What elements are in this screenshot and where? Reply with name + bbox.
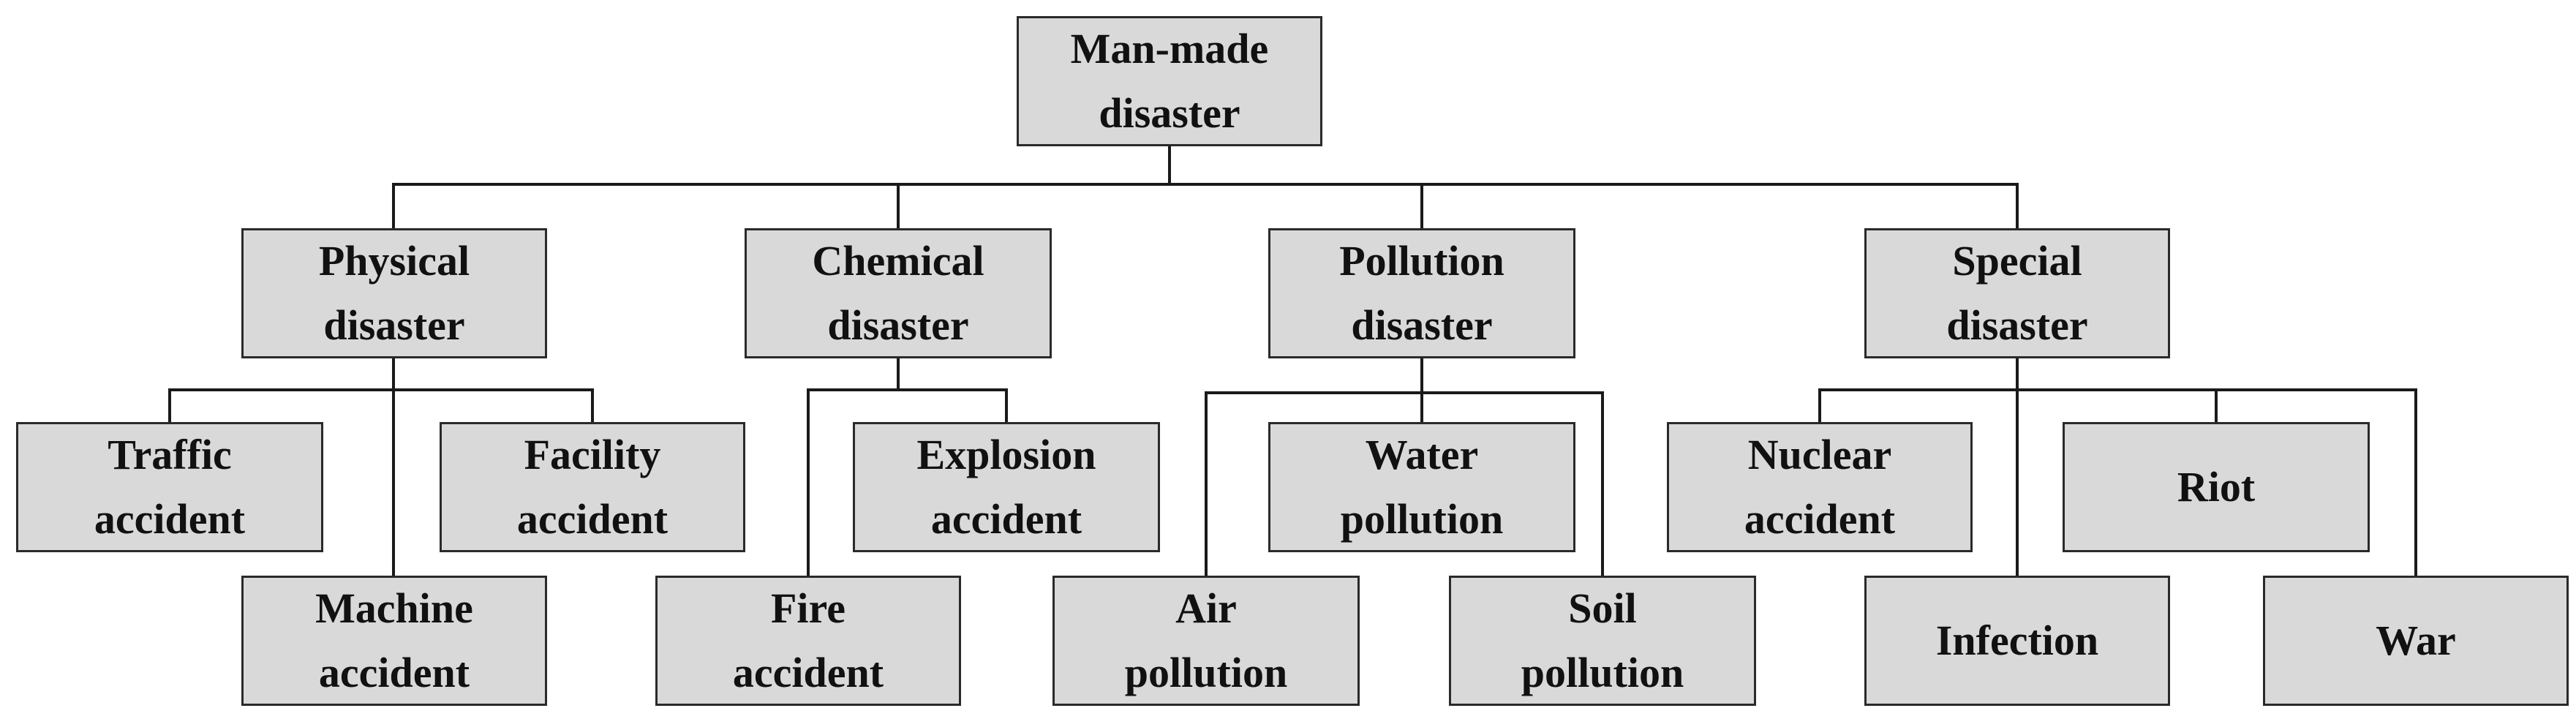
node-label-line: Chemical	[812, 237, 984, 285]
node-riot: Riot	[2063, 422, 2370, 552]
node-label-line: accident	[94, 495, 246, 543]
node-chemical-disaster: Chemical disaster	[745, 228, 1052, 358]
node-label-line: Soil	[1568, 584, 1637, 632]
node-label-line: Nuclear	[1747, 431, 1892, 478]
node-label-line: disaster	[1946, 301, 2088, 349]
node-label-line: accident	[732, 649, 884, 696]
node-label-line: pollution	[1340, 495, 1504, 543]
node-water-pollution: Water pollution	[1268, 422, 1575, 552]
node-special-disaster: Special disaster	[1864, 228, 2170, 358]
node-label-line: accident	[516, 495, 669, 543]
node-label-line: Riot	[2177, 463, 2256, 511]
node-label-line: disaster	[1099, 89, 1240, 137]
node-explosion-accident: Explosion accident	[853, 422, 1160, 552]
node-soil-pollution: Soil pollution	[1449, 576, 1756, 706]
node-label-line: Man-made	[1070, 25, 1269, 72]
node-machine-accident: Machine accident	[241, 576, 547, 706]
node-facility-accident: Facility accident	[440, 422, 745, 552]
node-label-line: pollution	[1124, 649, 1288, 696]
node-war: War	[2263, 576, 2569, 706]
node-label-line: accident	[1744, 495, 1896, 543]
node-air-pollution: Air pollution	[1052, 576, 1360, 706]
node-man-made-disaster: Man-made disaster	[1017, 16, 1322, 146]
node-label-line: accident	[930, 495, 1082, 543]
node-nuclear-accident: Nuclear accident	[1667, 422, 1973, 552]
node-label-line: disaster	[1351, 301, 1493, 349]
node-label-line: War	[2376, 617, 2456, 664]
node-label-line: Machine	[315, 584, 473, 632]
node-label-line: Physical	[318, 237, 470, 285]
node-label-line: disaster	[827, 301, 969, 349]
node-infection: Infection	[1864, 576, 2170, 706]
node-label-line: Facility	[524, 431, 661, 478]
node-label-line: pollution	[1521, 649, 1684, 696]
node-label-line: Explosion	[916, 431, 1096, 478]
node-label-line: Special	[1952, 237, 2082, 285]
node-label-line: Water	[1365, 431, 1479, 478]
node-label-line: Pollution	[1339, 237, 1504, 285]
node-label-line: accident	[318, 649, 470, 696]
node-fire-accident: Fire accident	[655, 576, 961, 706]
node-physical-disaster: Physical disaster	[241, 228, 547, 358]
node-label-line: Fire	[771, 584, 846, 632]
node-label-line: disaster	[323, 301, 465, 349]
node-label-line: Traffic	[108, 431, 232, 478]
node-label-line: Air	[1175, 584, 1237, 632]
node-label-line: Infection	[1935, 617, 2099, 664]
node-pollution-disaster: Pollution disaster	[1268, 228, 1575, 358]
node-traffic-accident: Traffic accident	[16, 422, 323, 552]
